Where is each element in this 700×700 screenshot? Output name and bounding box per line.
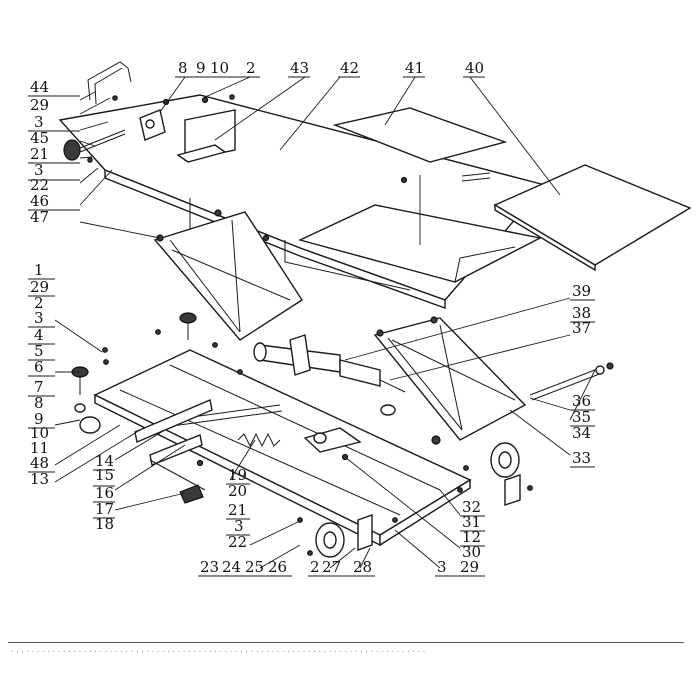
callout-38: 38 (572, 304, 591, 322)
callout-8: 8 (178, 59, 188, 77)
top-platform (58, 61, 547, 309)
callout-3: 3 (34, 161, 44, 179)
callout-36: 36 (572, 392, 591, 410)
footer-divider (8, 642, 684, 643)
callout-3: 3 (34, 113, 44, 131)
callout-47: 47 (30, 208, 49, 226)
callout-12: 12 (462, 528, 481, 546)
callout-8: 8 (34, 394, 44, 412)
callout-32: 32 (462, 498, 481, 516)
callout-9: 9 (196, 59, 206, 77)
callout-45: 45 (30, 129, 49, 147)
callout-46: 46 (30, 192, 49, 210)
callout-9: 9 (34, 410, 44, 428)
callout-16: 16 (95, 484, 114, 502)
callout-2: 2 (246, 59, 256, 77)
callout-14: 14 (95, 452, 114, 470)
callout-labels: 44 29 3 45 21 3 22 46 47 8 9 10 2 43 42 … (28, 59, 595, 577)
callout-10: 10 (210, 59, 229, 77)
right-scissor-arm (373, 316, 527, 445)
callout-2: 2 (310, 558, 320, 576)
footer-caption: ········································… (10, 648, 428, 656)
callout-33: 33 (572, 449, 591, 467)
callout-35: 35 (572, 408, 591, 426)
left-scissor-arm (153, 209, 303, 341)
callout-43: 43 (290, 59, 309, 77)
callout-3: 3 (437, 558, 447, 576)
callout-29: 29 (30, 278, 49, 296)
callout-28: 28 (353, 558, 372, 576)
cover-plate (332, 107, 508, 245)
callout-1: 1 (34, 261, 44, 279)
callout-24: 24 (222, 558, 241, 576)
base-frame (71, 312, 533, 558)
callout-15: 15 (95, 466, 114, 484)
callout-31: 31 (462, 513, 481, 531)
callout-3: 3 (34, 309, 44, 327)
callout-27: 27 (322, 558, 341, 576)
hydraulic-cylinder (253, 334, 614, 416)
callout-44: 44 (30, 78, 49, 96)
callout-40: 40 (465, 59, 484, 77)
callout-21: 21 (228, 501, 247, 519)
callout-6: 6 (34, 358, 44, 376)
callout-34: 34 (572, 424, 591, 442)
callout-39: 39 (572, 282, 591, 300)
callout-19: 19 (228, 466, 247, 484)
callout-42: 42 (340, 59, 359, 77)
callout-18: 18 (95, 515, 114, 533)
callout-37: 37 (572, 319, 591, 337)
callout-13: 13 (30, 470, 49, 488)
callout-48: 48 (30, 454, 49, 472)
callout-22: 22 (228, 533, 247, 551)
callout-4: 4 (34, 326, 44, 344)
callout-3: 3 (234, 517, 244, 535)
callout-5: 5 (34, 342, 44, 360)
callout-17: 17 (95, 500, 114, 518)
callout-21: 21 (30, 145, 49, 163)
callout-29: 29 (30, 96, 49, 114)
callout-10: 10 (30, 424, 49, 442)
callout-23: 23 (200, 558, 219, 576)
callout-7: 7 (34, 378, 44, 396)
callout-26: 26 (268, 558, 287, 576)
callout-29: 29 (460, 558, 479, 576)
ramp-plate (493, 164, 692, 272)
callout-22: 22 (30, 176, 49, 194)
callout-20: 20 (228, 482, 247, 500)
callout-11: 11 (30, 439, 49, 457)
callout-30: 30 (462, 543, 481, 561)
leader-lines (54, 76, 596, 569)
callout-41: 41 (405, 59, 424, 77)
callout-2: 2 (34, 294, 44, 312)
callout-25: 25 (245, 558, 264, 576)
